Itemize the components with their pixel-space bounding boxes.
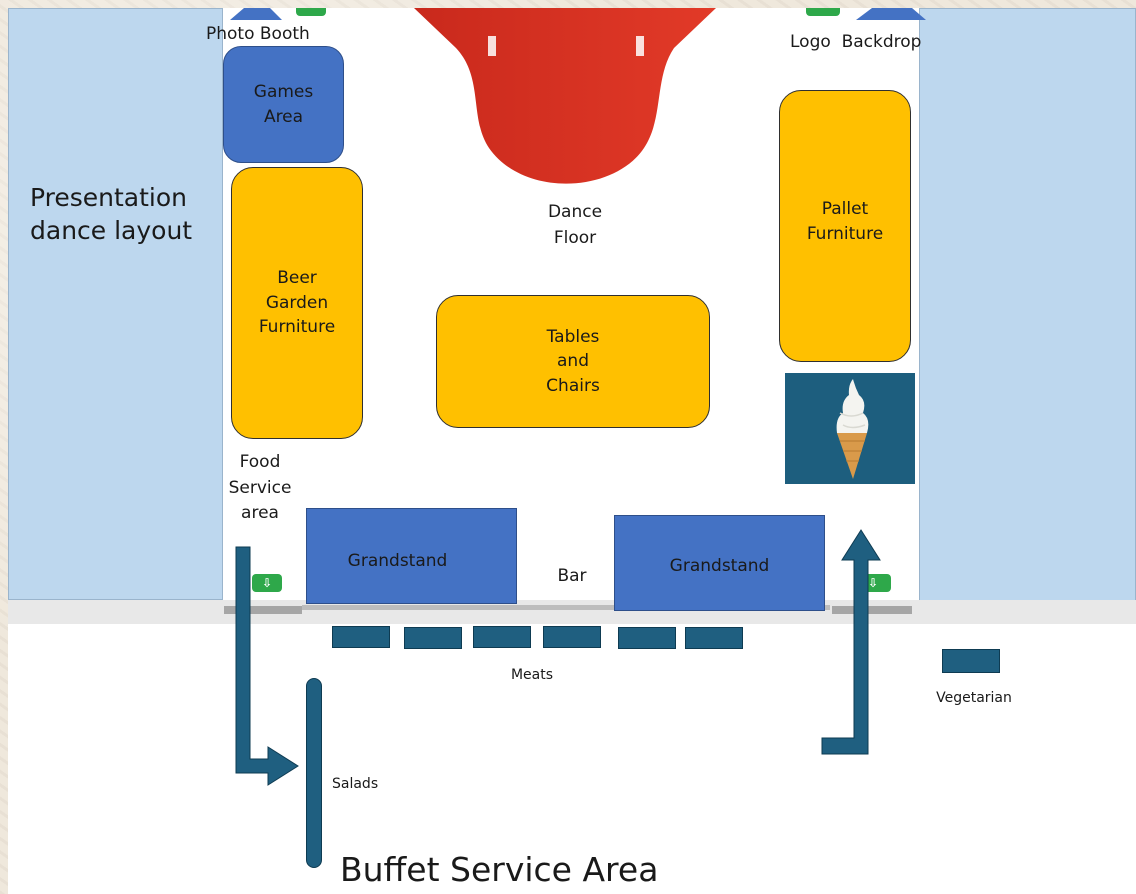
vegetarian-label: Vegetarian bbox=[936, 690, 1012, 706]
ice-cream-image bbox=[785, 373, 915, 484]
meat-tray bbox=[685, 627, 743, 649]
beer-garden-furniture: Beer Garden Furniture bbox=[231, 167, 363, 439]
ice-cream-icon bbox=[836, 379, 869, 479]
meat-tray bbox=[404, 627, 462, 649]
tables-and-chairs: Tables and Chairs bbox=[436, 295, 710, 428]
meat-tray bbox=[618, 627, 676, 649]
barrier-left bbox=[224, 606, 302, 614]
photo-booth-marker bbox=[230, 8, 282, 20]
exit-sign-icon: ⇩ bbox=[252, 574, 282, 592]
grandstand-right: Grandstand bbox=[614, 515, 825, 611]
right-side-panel bbox=[919, 8, 1136, 611]
food-service-label: Food Service area bbox=[228, 452, 292, 523]
flow-arrow-icon bbox=[821, 529, 881, 755]
stage-shape bbox=[414, 8, 716, 184]
barrier-center bbox=[302, 605, 830, 610]
presentation-title: Presentation dance layout bbox=[30, 183, 193, 245]
grandstand-left: Grandstand bbox=[306, 508, 517, 604]
meat-tray bbox=[473, 626, 531, 648]
buffet-area-title: Buffet Service Area bbox=[340, 850, 659, 889]
salads-tray bbox=[306, 678, 322, 868]
left-side-panel bbox=[8, 8, 223, 600]
meat-tray bbox=[332, 626, 390, 648]
logo-backdrop-marker bbox=[856, 8, 926, 20]
flow-arrow-icon bbox=[235, 546, 299, 786]
games-area: Games Area bbox=[223, 46, 344, 163]
barrier-right bbox=[832, 606, 912, 614]
walkway-strip bbox=[8, 600, 1136, 626]
meats-label: Meats bbox=[510, 667, 554, 683]
vegetarian-tray bbox=[942, 649, 1000, 673]
exit-sign-icon bbox=[806, 8, 840, 16]
bar-label: Bar bbox=[557, 566, 587, 586]
exit-sign-icon bbox=[296, 8, 326, 16]
salads-label: Salads bbox=[332, 776, 379, 792]
meat-tray bbox=[543, 626, 601, 648]
logo-backdrop-label: Logo Backdrop bbox=[790, 32, 922, 52]
photo-booth-label: Photo Booth bbox=[206, 24, 310, 44]
pallet-furniture: Pallet Furniture bbox=[779, 90, 911, 362]
dance-floor-label: Dance Floor bbox=[547, 202, 603, 248]
